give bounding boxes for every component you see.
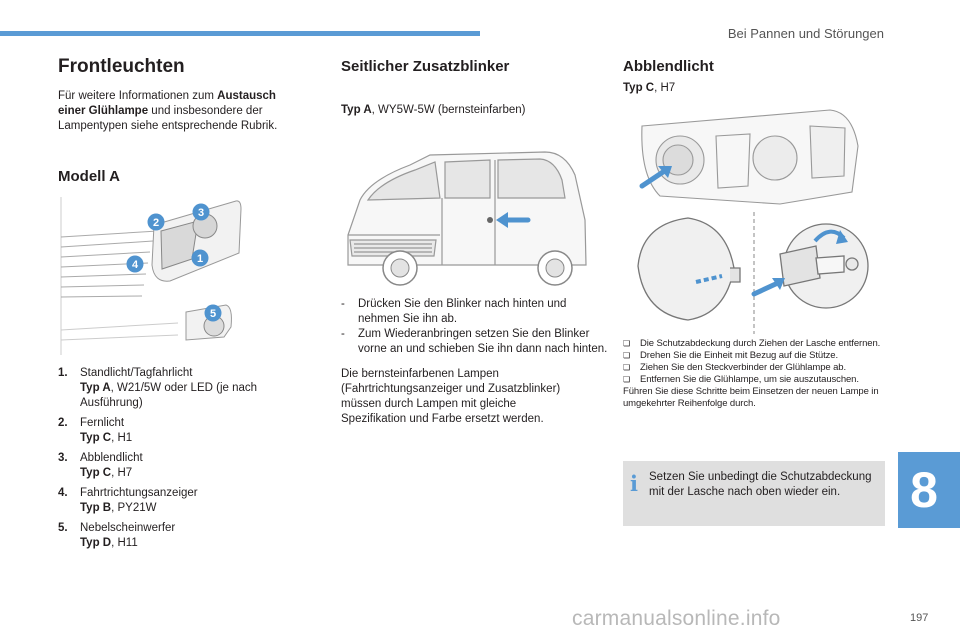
header-accent-bar [0,31,480,36]
chapter-number: 8 [910,462,938,518]
front-lights-figure: 2 3 1 4 5 [60,197,242,355]
step-item: ❏Die Schutzabdeckung durch Ziehen der La… [623,338,881,349]
type-label: Typ C [623,82,655,94]
step-text: Drehen Sie die Einheit mit Bezug auf die… [640,350,838,361]
lamp-spec: , W21/5W oder LED (je nach Ausführung) [80,382,258,409]
step-text: Entfernen Sie die Glühlampe, um sie ausz… [640,374,859,385]
lamp-number: 5. [58,522,68,534]
step-item: -Drücken Sie den Blinker nach hinten und… [341,298,567,325]
watermark: carmanualsonline.info [572,607,781,630]
lamp-name: Nebelscheinwerfer [80,522,176,534]
step-text: Zum Wiederanbringen setzen Sie den Blink… [358,328,608,355]
amber-lamps-note: Die bernsteinfarbenen Lampen (Fahrtricht… [341,368,561,425]
lamp-spec: , H1 [111,432,133,444]
lamp-number: 3. [58,452,68,464]
headlamp-figure [637,109,869,334]
lamp-type: Typ A [80,382,111,394]
lamp-spec: , H7 [111,467,133,479]
lamp-name: Fernlicht [80,417,125,429]
intro-pre: Für weitere Informationen zum [58,90,218,102]
step-text: Ziehen Sie den Steckverbinder der Glühla… [640,362,847,373]
step-item: ❏Entfernen Sie die Glühlampe, um sie aus… [623,374,859,385]
step-text: Drücken Sie den Blinker nach hinten und … [358,298,567,325]
type-spec: , WY5W-5W (bernsteinfarben) [371,104,526,116]
marker-2: 2 [153,217,159,229]
lamp-type: Typ D [80,537,112,549]
lamp-name: Fahrtrichtungsanzeiger [80,487,198,499]
dipped-beam-steps: ❏Die Schutzabdeckung durch Ziehen der La… [623,338,885,410]
info-icon: i [630,471,638,496]
lamp-type: Typ B [80,502,112,514]
model-heading: Modell A [58,168,120,185]
lamp-number: 2. [58,417,68,429]
intro-paragraph: Für weitere Informationen zum Austausch … [58,89,298,134]
section-title: Bei Pannen und Störungen [727,26,884,41]
page-title: Frontleuchten [58,56,185,77]
lamp-number: 1. [58,367,68,379]
info-text: Setzen Sie unbedingt die Schutzabdeckung… [649,471,872,498]
reassembly-note: Führen Sie diese Schritte beim Einsetzen… [623,386,879,409]
lamp-name: Abblendlicht [80,452,143,464]
dipped-beam-type: Typ C, H7 [623,81,823,96]
marker-3: 3 [198,207,204,219]
lamp-type: Typ C [80,432,112,444]
intro-bold: Austausch einer Glühlampe [58,90,276,117]
van-figure [347,151,587,286]
chapter-tab [898,452,960,528]
lamp-number: 4. [58,487,68,499]
info-box: i Setzen Sie unbedingt die Schutzabdecku… [623,461,885,526]
dipped-beam-heading: Abblendlicht [623,58,714,75]
step-item: -Zum Wiederanbringen setzen Sie den Blin… [341,328,608,355]
type-label: Typ A [341,104,372,116]
marker-4: 4 [132,259,139,271]
step-item: ❏Ziehen Sie den Steckverbinder der Glühl… [623,362,847,373]
intro-post: und insbesondere der Lampentypen siehe e… [58,105,278,132]
side-indicator-steps: -Drücken Sie den Blinker nach hinten und… [341,297,611,357]
lamp-spec: , H11 [111,537,138,549]
step-item: ❏Drehen Sie die Einheit mit Bezug auf di… [623,350,838,361]
type-spec: , H7 [654,82,676,94]
step-text: Die Schutzabdeckung durch Ziehen der Las… [640,338,881,349]
marker-1: 1 [197,253,203,265]
marker-5: 5 [210,308,216,320]
lamp-name: Standlicht/Tagfahrlicht [80,367,193,379]
side-indicator-type: Typ A, WY5W-5W (bernsteinfarben) [341,103,611,118]
lamp-type: Typ C [80,467,112,479]
lamp-spec: , PY21W [111,502,157,514]
side-indicator-heading: Seitlicher Zusatzblinker [341,58,510,75]
page-number: 197 [910,612,929,624]
